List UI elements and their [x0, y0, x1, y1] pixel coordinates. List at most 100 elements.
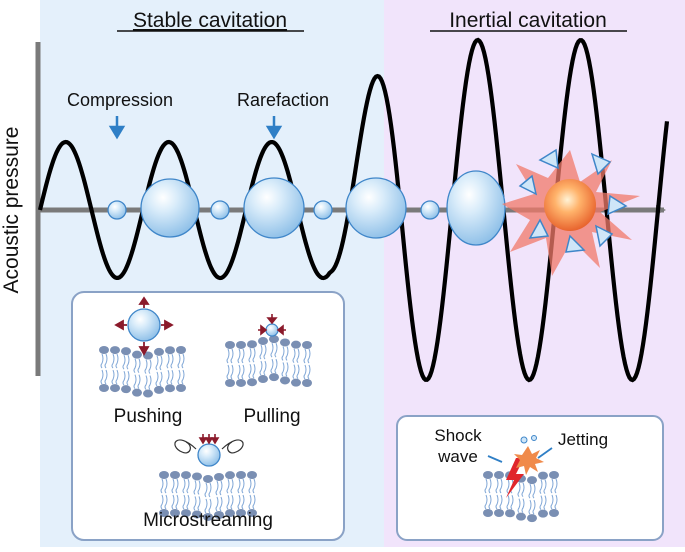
lipid-tail — [137, 374, 141, 389]
bubble-fragment — [538, 148, 559, 170]
lipid-tail — [177, 369, 181, 385]
lipid-head — [291, 378, 301, 387]
lipid-tail — [488, 494, 492, 510]
lipid-head — [247, 378, 257, 387]
lipid-head — [143, 351, 153, 360]
bubble-fragment — [528, 218, 550, 239]
lipid-tail — [303, 364, 307, 380]
lipid-tail — [292, 348, 296, 364]
rarefaction-label: Rarefaction — [237, 90, 329, 110]
lipid-head — [159, 471, 169, 479]
lipid-head — [225, 340, 235, 349]
inertial-cavitation-title: Inertial cavitation — [449, 9, 607, 32]
inertial-mechanisms-panel: Shock wave Jetting — [396, 415, 664, 541]
lipid-head — [280, 376, 290, 385]
force-arrow-icon — [276, 324, 286, 336]
lipid-head — [494, 509, 504, 518]
lipid-tail — [193, 480, 197, 495]
lipid-tail — [182, 494, 186, 510]
shock-bolt-icon — [506, 458, 524, 498]
shock-wave-label-line2: wave — [437, 447, 478, 466]
lipid-tail — [104, 369, 108, 385]
shock-wave-label-line1: Shock — [434, 426, 482, 445]
bubble-fragment — [565, 234, 586, 253]
lipid-tail — [181, 369, 185, 385]
lipid-tail — [270, 342, 274, 358]
force-arrow-icon — [258, 324, 268, 336]
lipid-tail — [303, 348, 307, 364]
lipid-head — [154, 385, 164, 394]
lipid-head — [132, 350, 142, 359]
lipid-tail — [517, 482, 521, 498]
lipid-tail — [182, 478, 186, 494]
lipid-head — [159, 509, 169, 517]
lipid-tail — [539, 479, 543, 494]
lipid-head — [225, 471, 235, 480]
lipid-head — [247, 471, 257, 479]
lipid-tail — [495, 478, 499, 494]
force-arrow-icon — [138, 342, 150, 356]
lipid-tail — [148, 359, 152, 374]
lipid-head — [176, 346, 186, 355]
lipid-tail — [122, 354, 126, 370]
lipid-tail — [126, 354, 130, 370]
lipid-tail — [484, 478, 488, 494]
lipid-head — [181, 509, 191, 518]
lipid-tail — [263, 344, 267, 360]
lipid-tail — [484, 494, 488, 510]
lipid-tail — [296, 364, 300, 380]
lipid-head — [302, 340, 312, 349]
lipid-tail — [517, 498, 521, 514]
lipid-tail — [274, 342, 278, 358]
lipid-head — [538, 471, 548, 480]
lipid-head — [203, 474, 213, 483]
lipid-tail — [521, 482, 525, 498]
lipid-tail — [252, 494, 256, 510]
force-arrow-icon — [266, 314, 278, 325]
lipid-head — [154, 347, 164, 356]
lipid-head — [143, 389, 153, 398]
lipid-head — [549, 471, 559, 480]
microstreaming-label: Microstreaming — [143, 510, 273, 531]
lipid-tail — [543, 479, 547, 494]
lipid-tail — [171, 494, 175, 510]
lipid-tail — [204, 498, 208, 514]
stable-mechanisms-panel: Pushing Pulling Microstreaming — [71, 291, 345, 541]
pointer-arrow-icon — [537, 447, 553, 459]
lipid-head — [203, 512, 213, 521]
bubble-collapse-burst — [502, 148, 640, 276]
lipid-tail — [241, 494, 245, 510]
compression-arrow-icon — [108, 116, 126, 140]
lipid-tail — [528, 499, 532, 515]
lipid-tail — [208, 498, 212, 514]
lipid-tail — [166, 369, 170, 385]
lipid-head — [121, 347, 131, 356]
lipid-tail — [177, 353, 181, 369]
lipid-tail — [506, 495, 510, 510]
lipid-tail — [307, 348, 311, 364]
pointer-arrow-icon — [487, 455, 503, 463]
lipid-head — [483, 471, 493, 479]
bubble-small — [107, 200, 127, 220]
lipid-tail — [230, 364, 234, 380]
lipid-tail — [148, 375, 152, 390]
force-arrow-icon — [198, 434, 208, 445]
force-arrow-icon — [161, 319, 174, 331]
jet-burst-icon — [514, 446, 544, 475]
lipid-tail — [197, 480, 201, 495]
lipid-head — [99, 346, 109, 355]
lipid-tail — [133, 358, 137, 373]
lipid-tail — [307, 364, 311, 380]
lipid-tail — [215, 496, 219, 512]
lipid-head — [110, 384, 120, 393]
streaming-swirl-icon — [174, 439, 197, 454]
lipid-head — [170, 471, 180, 480]
lipid-tail — [554, 478, 558, 494]
force-arrow-icon — [204, 434, 214, 445]
bubble-small — [313, 200, 333, 220]
lipid-tail — [554, 494, 558, 510]
lipid-tail — [171, 478, 175, 494]
jet-bubble-fragment — [520, 436, 528, 444]
